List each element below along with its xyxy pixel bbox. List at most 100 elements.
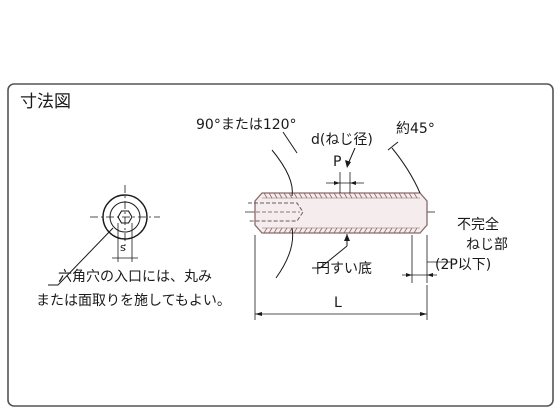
incomplete-thread-label-2: ねじ部 [466, 237, 508, 253]
thread-body-outline [254, 192, 428, 234]
thread-crest-top [298, 192, 303, 199]
length-arrow-right [420, 312, 427, 316]
end-view-outer-circle [102, 194, 148, 240]
thread-crest-bottom [373, 227, 378, 234]
thread-crest-top [388, 192, 393, 199]
thread-crest-top [328, 192, 333, 199]
thread-crest-bottom [403, 227, 408, 234]
thread-crest-top [398, 192, 403, 199]
thread-crest-bottom [283, 227, 288, 234]
thread-crest-top [323, 192, 328, 199]
thread-crest-bottom [268, 227, 273, 234]
thread-crest-top [338, 192, 343, 199]
thread-crest-bottom [348, 227, 353, 234]
thread-crest-top [393, 192, 398, 199]
thread-crest-top [283, 192, 288, 199]
diameter-label: d(ねじ径) [311, 132, 373, 148]
thread-crest-top [288, 192, 293, 199]
chamfer-angle-arc-top [271, 149, 293, 197]
thread-crest-bottom [298, 227, 303, 234]
thread-crest-top [343, 192, 348, 199]
chamfer-angle-leader [282, 131, 298, 154]
thread-crest-bottom [413, 227, 418, 234]
incomplete-thread-label-3: (2P以下) [435, 257, 492, 273]
thread-crest-top [378, 192, 383, 199]
note-line-2: または面取りを施してもよい。 [36, 293, 231, 309]
thread-crest-bottom [398, 227, 403, 234]
pitch-arrow-right [350, 181, 356, 185]
thread-crest-top [293, 192, 298, 199]
chamfer-angle-label: 90°または120° [196, 117, 297, 133]
thread-crest-bottom [343, 227, 348, 234]
thread-crest-top [303, 192, 308, 199]
thread-crest-top [273, 192, 278, 199]
pitch-label: P [333, 154, 342, 170]
thread-crest-top [408, 192, 413, 199]
thread-crest-bottom [388, 227, 393, 234]
thread-crest-top [348, 192, 353, 199]
thread-crest-bottom [288, 227, 293, 234]
thread-crest-bottom [338, 227, 343, 234]
hex-socket [117, 210, 133, 224]
thread-crest-top [368, 192, 373, 199]
hex-socket-hidden [248, 202, 304, 222]
thread-crest-top [318, 192, 323, 199]
cone-bottom-arrowhead [344, 234, 350, 241]
side-view [245, 131, 452, 320]
thread-crest-bottom [308, 227, 313, 234]
thread-crest-top [313, 192, 318, 199]
thread-crest-bottom [368, 227, 373, 234]
cone-bottom-label: 円すい底 [316, 261, 372, 277]
thread-crest-top [263, 192, 268, 199]
thread-crest-top [308, 192, 313, 199]
thread-crest-bottom [303, 227, 308, 234]
thread-crest-bottom [363, 227, 368, 234]
end-view [48, 185, 160, 286]
thread-crest-top [383, 192, 388, 199]
thread-crest-bottom [323, 227, 328, 234]
thread-crest-top [373, 192, 378, 199]
thread-crest-bottom [383, 227, 388, 234]
incomplete-arrow-right [427, 273, 433, 277]
incomplete-arrow-left [406, 273, 412, 277]
drawing-title: 寸法図 [20, 92, 71, 112]
tip-angle-leader [387, 141, 399, 151]
incomplete-thread-label-1: 不完全 [457, 217, 499, 233]
thread-crest-bottom [358, 227, 363, 234]
note-leader [48, 227, 114, 286]
thread-crest-bottom [313, 227, 318, 234]
thread-crests [263, 192, 418, 234]
end-view-inner-circle [109, 201, 141, 233]
thread-crest-top [403, 192, 408, 199]
thread-crest-bottom [318, 227, 323, 234]
length-label: L [334, 295, 342, 311]
tip-angle-arc [391, 147, 421, 194]
thread-crest-top [363, 192, 368, 199]
cone-bottom-leader [312, 245, 348, 269]
thread-crest-top [333, 192, 338, 199]
thread-crest-bottom [293, 227, 298, 234]
note-line-1: 六角穴の入口には、丸み [58, 269, 212, 285]
diameter-leader [347, 147, 356, 165]
socket-size-label: s [120, 241, 126, 254]
thread-crest-bottom [333, 227, 338, 234]
chamfer-angle-arc-bottom [275, 227, 294, 279]
thread-crest-top [358, 192, 363, 199]
frame [7, 83, 554, 407]
pitch-arrow-left [334, 181, 340, 185]
thread-crest-bottom [353, 227, 358, 234]
length-arrow-left [255, 312, 262, 316]
thread-crest-top [413, 192, 418, 199]
thread-crest-bottom [408, 227, 413, 234]
thread-crest-bottom [328, 227, 333, 234]
tip-angle-label: 約45° [396, 121, 435, 137]
diameter-arrow [345, 160, 351, 168]
thread-crest-top [278, 192, 283, 199]
thread-crest-bottom [278, 227, 283, 234]
thread-crest-bottom [273, 227, 278, 234]
thread-crest-bottom [393, 227, 398, 234]
thread-crest-top [268, 192, 273, 199]
thread-crest-bottom [378, 227, 383, 234]
